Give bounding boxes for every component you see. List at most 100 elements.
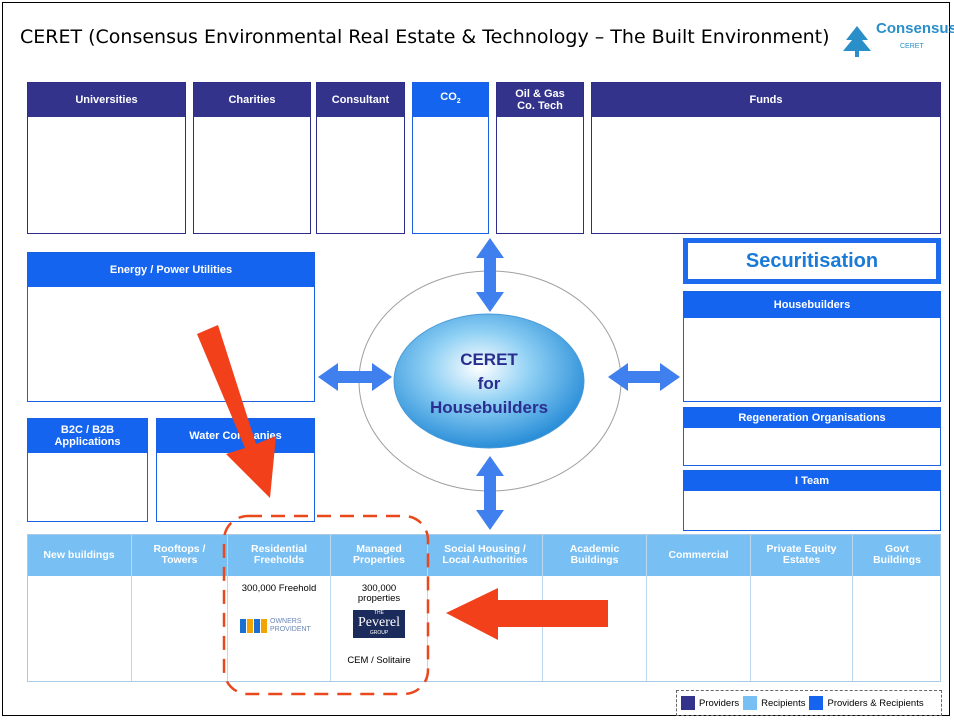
bottom-categories-row: New buildings Rooftops / Towers Resident… <box>27 534 941 682</box>
co2-label: CO2 <box>413 83 488 117</box>
co2-main: CO <box>440 91 457 104</box>
b2c-line2: Applications <box>54 436 121 448</box>
energy-label: Energy / Power Utilities <box>28 253 314 287</box>
col-rooftops: Rooftops / Towers <box>132 534 228 682</box>
social-label: Social Housing / Local Authorities <box>428 534 542 576</box>
legend-providers-label: Providers <box>699 697 740 709</box>
provident-text: PROVIDENT <box>270 626 311 633</box>
center-line2: for <box>477 374 501 393</box>
oil-gas-label: Oil & Gas Co. Tech <box>497 83 583 117</box>
charities-label: Charities <box>194 83 310 117</box>
oil-gas-line1: Oil & Gas <box>515 88 565 100</box>
govt-line1: Govt <box>885 543 909 555</box>
housebuilders-box: Housebuilders <box>683 291 941 402</box>
owners-provident-logo: OWNERS PROVIDENT <box>240 616 320 636</box>
consultant-box: Consultant <box>316 82 405 234</box>
red-arrow-diagonal <box>197 325 276 498</box>
arrow-up <box>476 238 504 312</box>
rooftops-line1: Rooftops / <box>153 543 206 555</box>
slide-title: CERET (Consensus Environmental Real Esta… <box>20 26 830 48</box>
social-line1: Social Housing / <box>444 543 526 555</box>
peverel-group: GROUP <box>369 630 389 636</box>
logo-name: Consensus <box>876 20 954 37</box>
managed-count-line1: 300,000 <box>361 583 397 594</box>
academic-label: Academic Buildings <box>543 534 646 576</box>
new-buildings-text: New buildings <box>43 548 115 561</box>
commercial-text: Commercial <box>668 548 729 561</box>
securitisation-label: Securitisation <box>688 243 936 279</box>
rooftops-line2: Towers <box>161 554 198 566</box>
social-line2: Local Authorities <box>442 554 528 566</box>
residential-line1: Residential <box>250 543 308 555</box>
co2-sub: 2 <box>456 98 461 106</box>
commercial-label: Commercial <box>647 534 750 576</box>
b2c-label: B2C / B2B Applications <box>28 419 147 453</box>
securitisation-box: Securitisation <box>683 238 941 284</box>
govt-label: Govt Buildings <box>853 534 941 576</box>
managed-count-line2: properties <box>357 593 401 604</box>
residential-label: Residential Freeholds <box>228 534 330 576</box>
managed-label: Managed Properties <box>331 534 427 576</box>
commercial-cell <box>647 576 750 682</box>
energy-box: Energy / Power Utilities <box>27 252 315 402</box>
col-social-housing: Social Housing / Local Authorities <box>428 534 543 682</box>
housebuilders-label: Housebuilders <box>684 292 940 318</box>
peverel-logo: THE Peverel GROUP <box>353 610 405 638</box>
b2c-box: B2C / B2B Applications <box>27 418 148 522</box>
funds-label: Funds <box>592 83 940 117</box>
iteam-box: I Team <box>683 470 941 531</box>
managed-line2: Properties <box>353 554 405 566</box>
consultant-label: Consultant <box>317 83 404 117</box>
arrow-right <box>608 363 680 391</box>
legend: Providers Recipients Providers & Recipie… <box>676 690 942 716</box>
red-arrow-left <box>446 588 608 640</box>
arrow-left <box>318 363 392 391</box>
col-private-equity: Private Equity Estates <box>751 534 853 682</box>
new-buildings-cell <box>27 576 131 682</box>
govt-line2: Buildings <box>873 554 921 566</box>
residential-line2: Freeholds <box>253 554 305 566</box>
consensus-logo: Consensus CERET <box>840 20 954 64</box>
highlight-dashed-outline <box>222 514 430 696</box>
regeneration-box: Regeneration Organisations <box>683 407 941 466</box>
center-line1: CERET <box>460 350 518 369</box>
govt-cell <box>853 576 941 682</box>
funds-box: Funds <box>591 82 941 234</box>
col-govt-buildings: Govt Buildings <box>853 534 941 682</box>
center-line3: Housebuilders <box>429 398 549 417</box>
residential-cell: 300,000 Freehold OWNERS PROVIDENT <box>228 576 330 682</box>
charities-box: Charities <box>193 82 311 234</box>
academic-cell <box>543 576 646 682</box>
private-line2: Estates <box>782 554 821 566</box>
ceret-center-label: CERET for Housebuilders <box>400 348 578 420</box>
private-equity-label: Private Equity Estates <box>751 534 852 576</box>
col-managed-properties: Managed Properties 300,000 properties TH… <box>331 534 428 682</box>
new-buildings-label: New buildings <box>27 534 131 576</box>
academic-line1: Academic <box>569 543 620 555</box>
blue-arrows <box>318 238 680 530</box>
logo-sub: CERET <box>900 43 924 50</box>
oil-gas-line2: Co. Tech <box>517 100 563 112</box>
private-line1: Private Equity <box>766 543 837 555</box>
col-residential-freeholds: Residential Freeholds 300,000 Freehold O… <box>228 534 331 682</box>
legend-both-label: Providers & Recipients <box>827 697 924 709</box>
legend-recipients-label: Recipients <box>761 697 806 709</box>
private-equity-cell <box>751 576 852 682</box>
managed-line1: Managed <box>356 543 402 555</box>
col-academic-buildings: Academic Buildings <box>543 534 647 682</box>
universities-label: Universities <box>28 83 185 117</box>
peverel-name: Peverel <box>358 615 400 630</box>
oil-gas-box: Oil & Gas Co. Tech <box>496 82 584 234</box>
iteam-label: I Team <box>684 471 940 491</box>
managed-cell: 300,000 properties THE Peverel GROUP CEM… <box>331 576 427 682</box>
academic-line2: Buildings <box>570 554 619 566</box>
legend-recipients-swatch <box>743 696 758 710</box>
managed-note: CEM / Solitaire <box>347 655 411 666</box>
owners-text: OWNERS <box>270 618 302 625</box>
ceret-core-ellipse <box>393 313 585 449</box>
b2c-line1: B2C / B2B <box>60 424 115 436</box>
red-arrows <box>197 325 608 640</box>
residential-count: 300,000 Freehold <box>241 583 317 594</box>
